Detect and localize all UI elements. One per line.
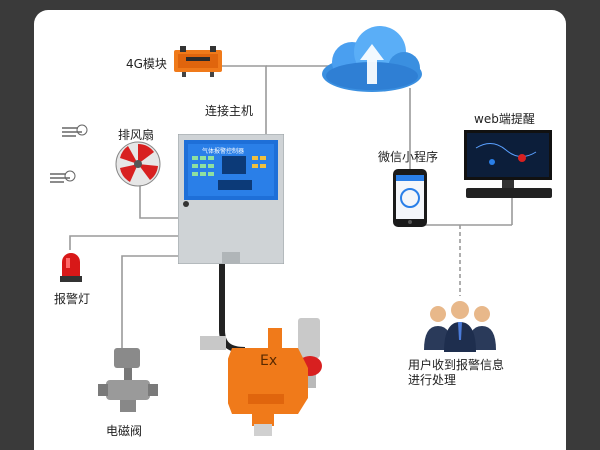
alarm-light-label: 报警灯 xyxy=(54,292,91,306)
controller-panel-title: 气体报警控制器 xyxy=(202,148,245,155)
ex-mark: Ex xyxy=(260,353,278,369)
host-label: 连接主机 xyxy=(205,104,254,118)
user-label-line2: 进行处理 xyxy=(408,373,457,387)
user-label-line1: 用户收到报警信息 xyxy=(408,358,505,372)
valve-label: 电磁阀 xyxy=(106,424,143,438)
web-label: web端提醒 xyxy=(474,112,535,126)
4g-module-label: 4G模块 xyxy=(126,57,167,71)
wechat-label: 微信小程序 xyxy=(378,150,439,164)
fan-label: 排风扇 xyxy=(118,128,155,142)
